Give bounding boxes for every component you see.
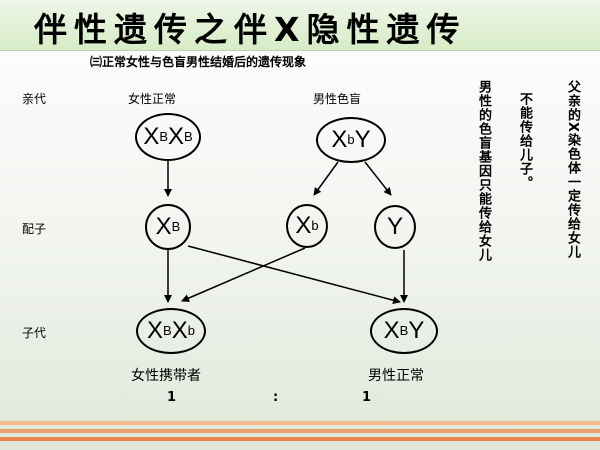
row-label-offspring: 子代 — [22, 326, 47, 340]
note-male-color-blind-gene: 男性的色盲基因只能传给女儿 — [476, 80, 491, 262]
male-parent-label: 男性色盲 — [313, 92, 362, 106]
subtitle: ㈢正常女性与色盲男性结婚后的遗传现象 — [90, 55, 307, 69]
title-banner: 伴性遗传之伴X隐性遗传 — [0, 0, 600, 51]
note-father-x-to-daughter: 父亲的X染色体一定传给女儿 — [565, 80, 580, 260]
arrow-male-to-xb-gamete — [313, 161, 339, 196]
ratio-separator: : — [273, 390, 279, 405]
row-label-gametes: 配子 — [22, 222, 47, 236]
bottom-stripe-3 — [0, 437, 600, 441]
daughter-label: 女性携带者 — [131, 368, 201, 384]
ratio-son: 1 — [362, 390, 372, 405]
arrow-xlb-to-daughter — [181, 247, 306, 302]
arrow-xb-to-son — [187, 245, 401, 305]
slide-title: 伴性遗传之伴X隐性遗传 — [34, 10, 467, 49]
row-label-parents: 亲代 — [22, 92, 47, 106]
son-label: 男性正常 — [368, 368, 424, 384]
arrow-male-to-y-gamete — [364, 161, 392, 196]
bottom-stripe-2 — [0, 429, 600, 433]
note-not-to-son: 不能传给儿子。 — [517, 92, 532, 190]
ratio-daughter: 1 — [167, 390, 177, 405]
gamete-male-y: Y — [374, 205, 416, 249]
female-parent-label: 女性正常 — [128, 92, 177, 106]
bottom-stripe-1 — [0, 421, 600, 425]
